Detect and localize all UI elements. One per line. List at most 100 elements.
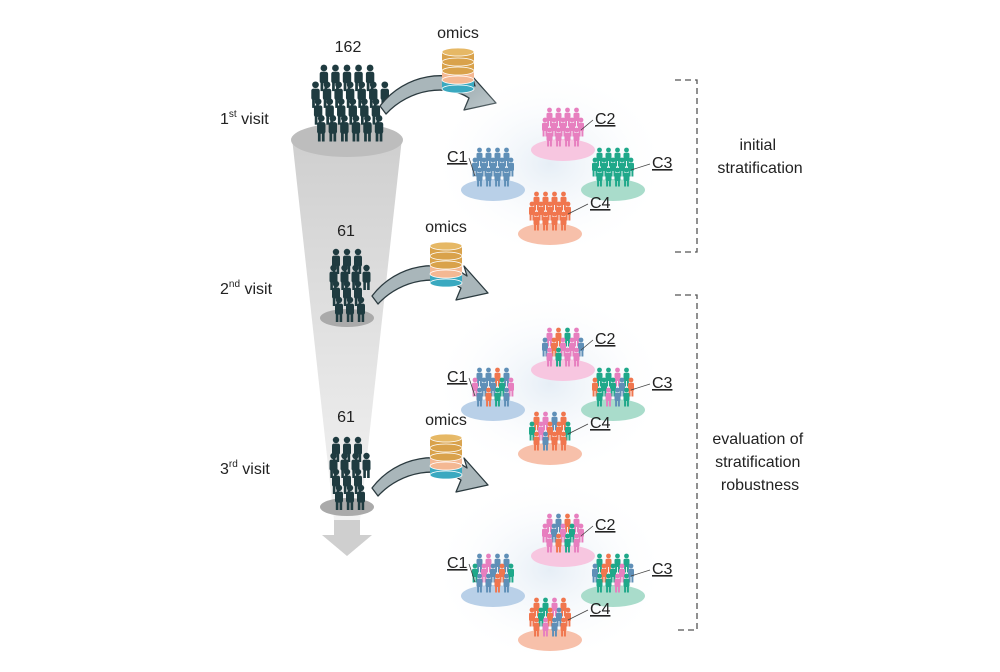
person-icon (556, 201, 562, 221)
person-icon (628, 377, 634, 397)
omics-database-icon-2 (429, 241, 463, 288)
person-icon (573, 513, 580, 533)
visit1-count: 162 (335, 39, 362, 56)
person-icon (546, 347, 553, 367)
person-icon (560, 523, 566, 543)
person-icon (596, 147, 603, 167)
person-icon (560, 617, 567, 637)
person-icon (362, 452, 371, 478)
cluster-c2: C2 (531, 107, 616, 161)
omics-label-2: omics (425, 219, 467, 236)
person-icon (569, 523, 575, 543)
visit2-count: 61 (337, 223, 355, 240)
person-icon (573, 107, 580, 127)
funnel-arrow-head (322, 520, 372, 556)
person-icon (503, 387, 510, 407)
person-icon (374, 115, 384, 142)
person-icon (555, 107, 562, 127)
person-icon (542, 597, 549, 617)
person-icon (494, 167, 501, 187)
person-icon (485, 387, 492, 407)
cluster-label-c2: C2 (595, 517, 616, 534)
cluster-c4: C4 (518, 411, 611, 465)
person-icon (578, 523, 584, 543)
person-icon (573, 533, 580, 553)
person-icon (601, 563, 607, 583)
person-icon (564, 513, 571, 533)
person-icon (619, 563, 625, 583)
person-icon (485, 553, 492, 573)
cluster-c3: C3 (581, 147, 673, 201)
person-icon (623, 147, 630, 167)
person-icon (335, 484, 343, 510)
person-icon (555, 347, 562, 367)
person-icon (573, 127, 580, 147)
person-icon (610, 377, 616, 397)
person-icon (357, 296, 365, 322)
person-icon (503, 553, 510, 573)
person-icon (346, 296, 354, 322)
person-icon (614, 367, 621, 387)
visit3-count: 61 (337, 409, 355, 426)
person-icon (538, 201, 544, 221)
bracket-initial (675, 79, 698, 253)
person-icon (499, 377, 505, 397)
person-icon (485, 573, 492, 593)
cluster-c1: C1 (447, 147, 525, 201)
person-icon (538, 421, 544, 441)
person-icon (623, 553, 630, 573)
person-icon (538, 607, 544, 627)
omics-label-3: omics (425, 412, 467, 429)
person-icon (614, 573, 621, 593)
person-icon (560, 191, 567, 211)
person-icon (551, 117, 557, 137)
person-icon (542, 191, 549, 211)
person-icon (494, 147, 501, 167)
visit3-crowd (329, 436, 371, 510)
person-icon (551, 431, 558, 451)
person-icon (555, 127, 562, 147)
person-icon (623, 167, 630, 187)
person-icon (592, 377, 598, 397)
person-icon (472, 563, 478, 583)
person-icon (476, 573, 483, 593)
person-icon (556, 607, 562, 627)
person-icon (564, 127, 571, 147)
person-icon (351, 115, 361, 142)
person-icon (551, 523, 557, 543)
person-icon (533, 597, 540, 617)
person-icon (542, 337, 548, 357)
person-icon (332, 248, 340, 274)
person-icon (317, 115, 326, 142)
person-icon (610, 157, 616, 177)
evaluation-label: evaluation of stratification robustness (712, 431, 807, 494)
person-icon (605, 147, 612, 167)
person-icon (547, 201, 553, 221)
person-icon (605, 573, 612, 593)
person-icon (503, 167, 510, 187)
person-icon (481, 377, 487, 397)
cluster-label-c2: C2 (595, 111, 616, 128)
person-icon (551, 597, 558, 617)
person-icon (628, 157, 634, 177)
person-icon (551, 411, 558, 431)
person-icon (508, 377, 514, 397)
person-icon (542, 431, 549, 451)
cluster-label-c3: C3 (652, 375, 673, 392)
cluster-label-c4: C4 (590, 601, 611, 618)
person-icon (542, 617, 549, 637)
person-icon (614, 167, 621, 187)
person-icon (490, 377, 496, 397)
cluster-c2: C2 (531, 327, 616, 381)
person-icon (542, 117, 548, 137)
person-icon (328, 115, 338, 142)
cluster-c4: C4 (518, 597, 611, 651)
person-icon (357, 484, 365, 510)
omics-label-1: omics (437, 25, 479, 42)
person-icon (546, 533, 553, 553)
person-icon (476, 147, 483, 167)
person-icon (592, 157, 598, 177)
